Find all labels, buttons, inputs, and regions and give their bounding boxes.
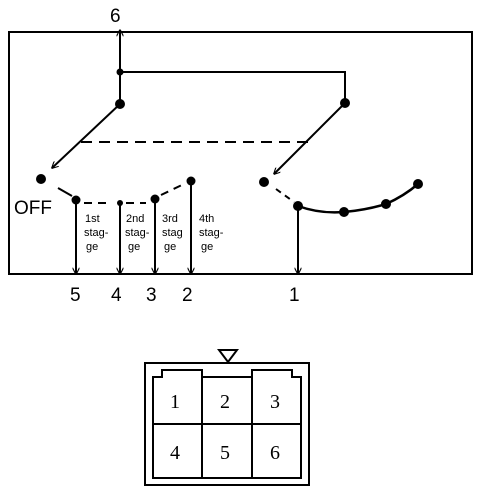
arc-dot-b: [381, 199, 391, 209]
stage-4-line-3: ge: [201, 241, 213, 253]
connector-pin-3: 3: [270, 391, 280, 413]
stage-4-line-2: stag-: [199, 227, 224, 239]
stage-dash-3: [160, 182, 187, 196]
stage-3-line-1: 3rd: [162, 213, 178, 225]
stage-2-line-3: ge: [128, 241, 140, 253]
connector-outer: [144, 362, 310, 486]
terminal-6-label: 6: [110, 6, 121, 27]
terminal-4-label: 4: [111, 285, 122, 306]
right-switch-arm: [274, 102, 346, 174]
left-switch-arm: [52, 103, 121, 168]
connector-pin-5: 5: [220, 442, 230, 464]
bottom-terminal-labels: 5 4 3 2 1: [70, 285, 300, 306]
stage-2-line-1: 2nd: [126, 213, 144, 225]
right-off-contact: [259, 177, 269, 187]
arc-dot-c: [413, 179, 423, 189]
off-label: OFF: [14, 198, 52, 219]
switch-frame: [8, 31, 473, 275]
terminal-5-label: 5: [70, 285, 81, 306]
stage-labels: 1st stag- ge 2nd stag- ge 3rd stag ge 4t…: [84, 213, 224, 253]
connector-pin-2: 2: [220, 391, 230, 413]
stage-4-line-1: 4th: [199, 213, 214, 225]
connector-pin-6: 6: [270, 442, 280, 464]
terminal-1-label: 1: [289, 285, 300, 306]
stage-1-line-1: 1st: [85, 213, 100, 225]
top-bus-line: [120, 71, 346, 102]
stage-1-line-3: ge: [86, 241, 98, 253]
off-contact: [36, 174, 46, 184]
right-contact-arc: [297, 183, 419, 214]
connector-pin-4: 4: [170, 442, 180, 464]
terminal-2-label: 2: [182, 285, 193, 306]
connector: 1 2 3 4 5 6: [144, 349, 310, 486]
terminal-3-label: 3: [146, 285, 157, 306]
connector-key-triangle: [217, 349, 239, 364]
stage-3-line-3: ge: [164, 241, 176, 253]
stage-2-line-2: stag-: [125, 227, 150, 239]
right-dash: [275, 188, 295, 203]
stage-3-line-2: stag: [162, 227, 183, 239]
off-dash: [57, 187, 73, 197]
stage-1-line-2: stag-: [84, 227, 109, 239]
arc-dot-a: [339, 207, 349, 217]
connector-pin-1: 1: [170, 391, 180, 413]
